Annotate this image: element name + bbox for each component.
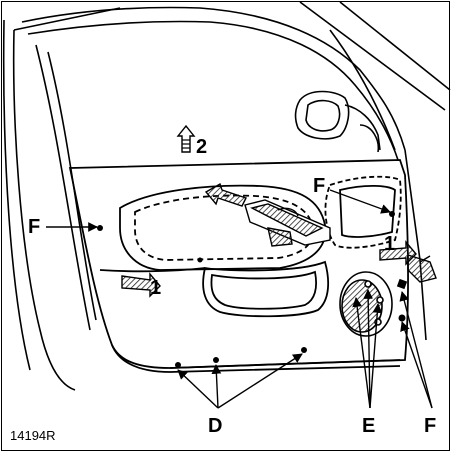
callout-speaker-screws-e: E <box>362 415 375 437</box>
figure-reference-number: 14194R <box>10 428 56 443</box>
arrow-pull-right-icon <box>379 240 417 266</box>
callout-step-1-left: 1 <box>150 277 161 299</box>
door-mirror <box>294 90 381 153</box>
arrow-left-icon <box>204 182 247 207</box>
callout-clip-f-lower-right: F <box>424 415 436 437</box>
arrow-pull-left-icon <box>121 272 161 298</box>
leader-lines <box>46 189 433 409</box>
callout-clip-f-upper-right: F <box>313 175 325 197</box>
door-handle <box>244 199 331 247</box>
arrow-up-icon <box>176 124 196 153</box>
callout-step-1-right: 1 <box>384 233 395 255</box>
callout-step-2: 2 <box>196 136 207 158</box>
speaker-grille <box>339 271 393 337</box>
callout-lower-clips-d: D <box>208 415 222 437</box>
callout-clip-f-left: F <box>28 216 40 238</box>
trim-clips <box>97 211 408 368</box>
armrest-clip <box>407 254 437 283</box>
door-trim-panel <box>68 159 409 373</box>
